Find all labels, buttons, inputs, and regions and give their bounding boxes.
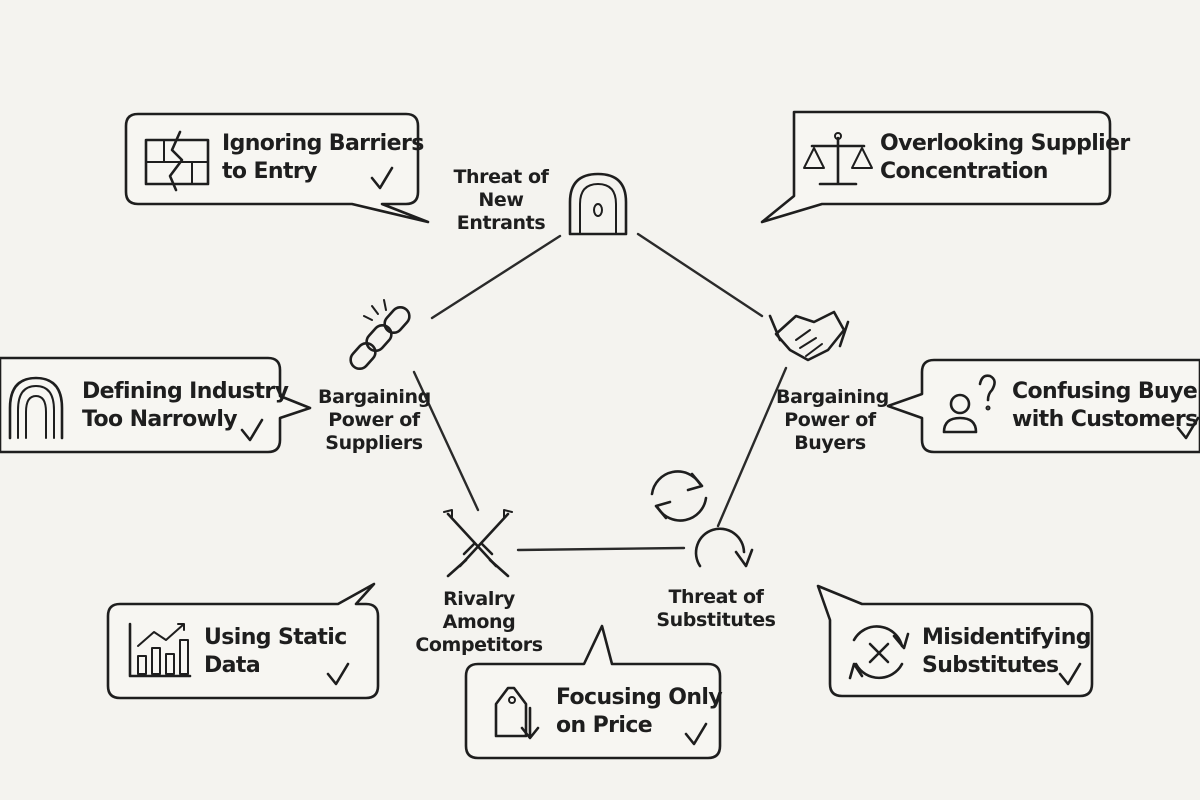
bubble-narrow-industry — [0, 356, 312, 454]
handshake-icon — [768, 310, 850, 362]
force-connections — [412, 232, 788, 552]
bubble-static-data — [106, 582, 380, 700]
force-rivalry-label: Rivalry Among Competitors — [415, 588, 543, 656]
pitfall-narrow-industry-text: Defining Industry Too Narrowly — [82, 379, 289, 432]
broken-chain-icon — [349, 299, 411, 371]
refresh-cycle-icon — [650, 470, 708, 522]
edge-entrants-buyers — [636, 232, 764, 318]
person-question-icon — [942, 374, 996, 434]
edge-entrants-suppliers — [430, 234, 562, 320]
price-tag-icon — [494, 686, 540, 740]
scales-icon — [803, 132, 873, 186]
tunnel-icon — [8, 376, 64, 440]
check-icon — [1176, 416, 1200, 440]
pitfall-supplier-concentration-text: Overlooking Supplier Concentration — [880, 131, 1130, 184]
arch-door-icon — [568, 172, 628, 236]
edge-suppliers-rivalry — [412, 370, 480, 512]
bubble-supplier-concentration — [760, 110, 1112, 224]
pitfall-buyers-customers-text: Confusing Buyers with Customers — [1012, 379, 1200, 432]
edge-buyers-substitutes — [716, 366, 788, 528]
check-icon — [1058, 662, 1082, 686]
cycle-x-icon — [848, 625, 910, 680]
bar-chart-icon — [128, 622, 192, 678]
bubble-buyers-customers — [886, 358, 1200, 454]
check-icon — [370, 166, 394, 190]
check-icon — [240, 418, 264, 442]
force-substitutes-label: Threat of Substitutes — [656, 586, 776, 631]
force-suppliers-label: Bargaining Power of Suppliers — [318, 386, 431, 454]
circular-arrow-icon — [694, 527, 754, 568]
pitfall-price-only-text: Focusing Only on Price — [556, 685, 723, 738]
broken-wall-icon — [144, 130, 210, 192]
crossed-swords-icon — [443, 509, 513, 578]
check-marks — [240, 166, 1200, 746]
edge-rivalry-substitutes — [516, 546, 686, 552]
check-icon — [326, 662, 350, 686]
pitfall-barriers-text: Ignoring Barriers to Entry — [222, 131, 424, 184]
check-icon — [684, 722, 708, 746]
force-buyers-label: Bargaining Power of Buyers — [776, 386, 889, 454]
force-new-entrants-label: Threat of New Entrants — [453, 166, 549, 234]
pitfall-misidentify-substitutes-text: Misidentifying Substitutes — [922, 625, 1092, 678]
pitfall-static-data-text: Using Static Data — [204, 625, 347, 678]
bubble-misidentify-substitutes — [816, 584, 1094, 698]
